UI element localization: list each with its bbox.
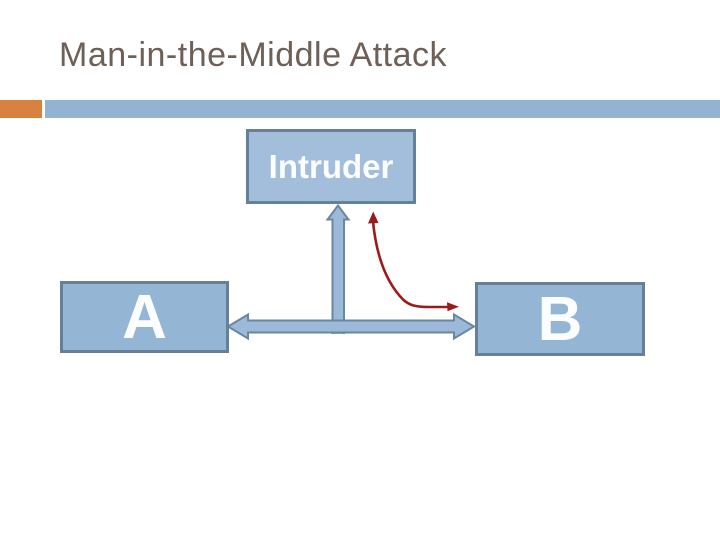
title-underline-bar: [45, 100, 720, 118]
node-b: B: [475, 282, 645, 356]
slide-title: Man-in-the-Middle Attack: [59, 36, 448, 74]
red-intercept-arrow-curve: [371, 221, 449, 309]
red-intercept-arrow-right-head: [447, 302, 459, 312]
intruder-vertical-arrow: [325, 203, 351, 334]
node-b-label: B: [537, 284, 583, 354]
node-intruder: Intruder: [246, 129, 416, 204]
a-b-double-arrow: [226, 312, 476, 341]
node-a: A: [60, 281, 229, 353]
red-intercept-arrow-up-head: [368, 211, 379, 224]
node-a-label: A: [122, 282, 167, 352]
title-accent-orange-block: [0, 100, 42, 118]
node-intruder-label: Intruder: [268, 147, 394, 185]
